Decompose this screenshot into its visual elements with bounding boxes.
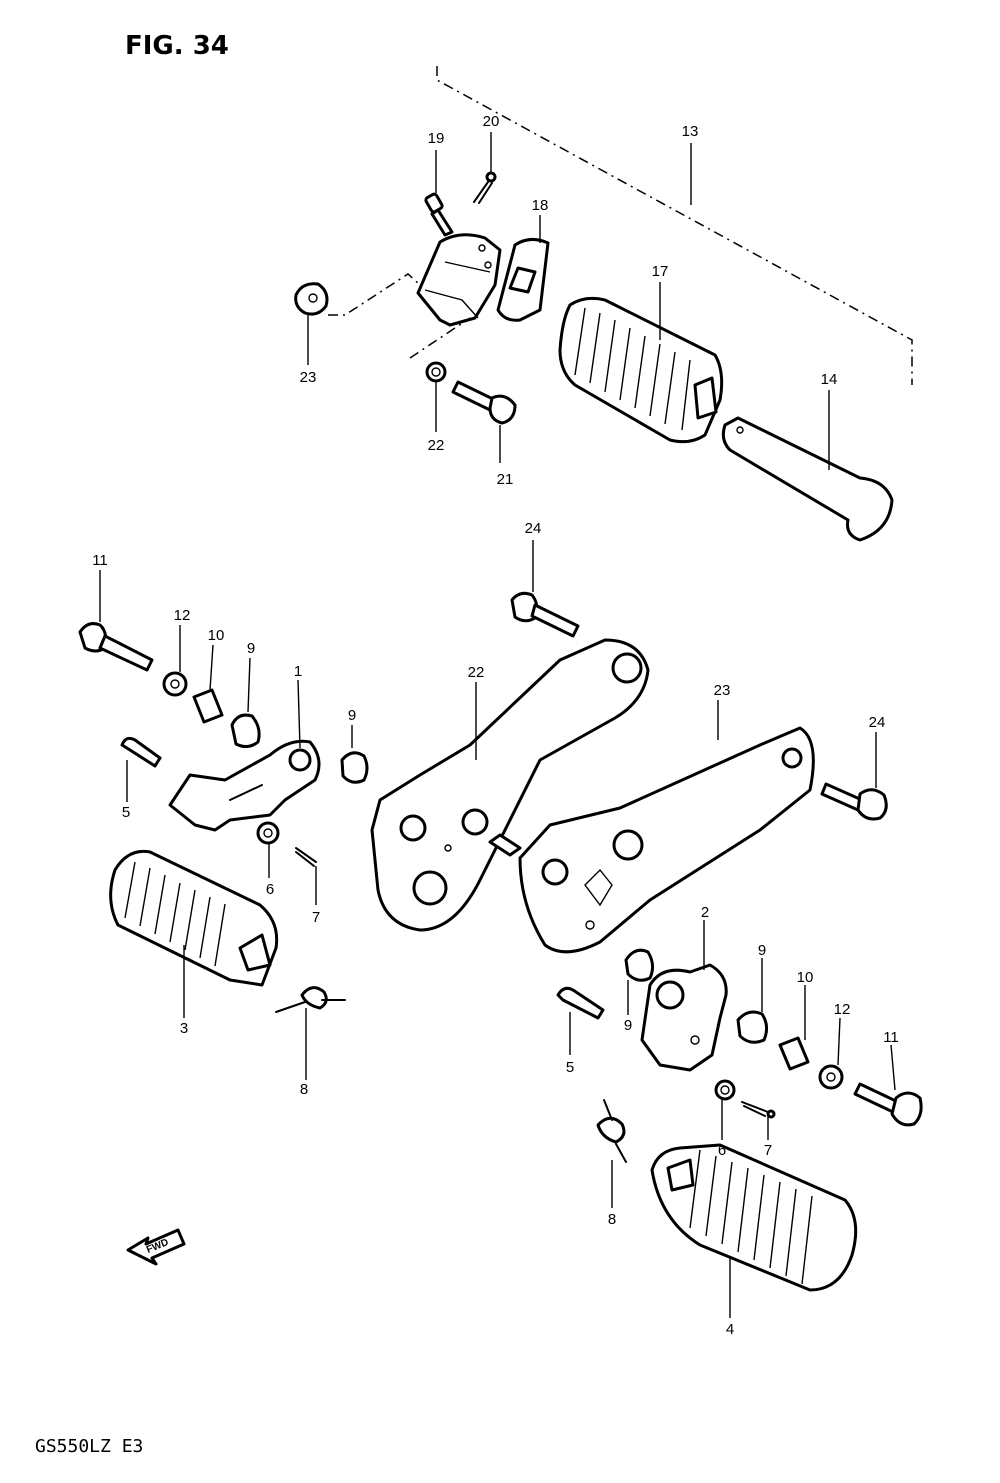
callout-23: 23 xyxy=(714,682,731,699)
figure-title: FIG. 34 xyxy=(125,31,229,61)
callout-10-right: 10 xyxy=(797,969,814,986)
footrest-bracket-upper xyxy=(416,233,502,327)
cotter-pin-7-left xyxy=(295,847,317,867)
callout-9-right-a: 9 xyxy=(624,1017,632,1034)
pin-5-right xyxy=(556,986,605,1020)
spring-8-left xyxy=(275,986,346,1013)
cotter-pin-7-right xyxy=(741,1101,776,1119)
callout-5-right: 5 xyxy=(566,1059,574,1076)
callout-11-right: 11 xyxy=(883,1029,899,1046)
callout-1: 1 xyxy=(294,663,302,680)
washer-6-right xyxy=(714,1079,736,1101)
callout-12-left: 12 xyxy=(174,607,191,624)
collar-10-right xyxy=(778,1036,810,1071)
bolt-24-upper xyxy=(510,591,580,638)
bushing-9-right-b xyxy=(736,1010,769,1044)
callout-3: 3 xyxy=(180,1020,188,1037)
callout-5-left: 5 xyxy=(122,804,130,821)
footrest-bracket-23 xyxy=(518,726,815,954)
leader-lines xyxy=(99,132,896,1318)
callout-17: 19 xyxy=(428,130,445,147)
callout-13: 13 xyxy=(682,123,699,140)
footrest-rubber-4 xyxy=(650,1143,858,1292)
washer-12-left xyxy=(162,671,188,697)
bolt-11-left xyxy=(78,622,154,672)
leader-20-to-bracket xyxy=(409,317,471,359)
callout-9-left: 9 xyxy=(247,640,255,657)
bushing-9-center xyxy=(340,751,369,784)
footrest-bracket-1 xyxy=(168,739,321,832)
callout-9-right-b: 9 xyxy=(758,942,766,959)
callout-6-left: 6 xyxy=(266,881,274,898)
callout-11-left: 11 xyxy=(92,552,108,569)
callout-7-left: 7 xyxy=(312,909,320,926)
callout-18: 20 xyxy=(483,113,500,130)
callout-4: 4 xyxy=(726,1321,734,1338)
callout-19: 21 xyxy=(497,471,514,488)
collar-10-left xyxy=(192,688,224,724)
spring-8-right xyxy=(596,1099,627,1163)
callout-8-left: 8 xyxy=(300,1081,308,1098)
pin-5-left xyxy=(120,736,162,768)
bolt-19 xyxy=(451,380,517,425)
callout-6-right: 6 xyxy=(718,1142,726,1159)
callout-24-right: 24 xyxy=(869,714,886,731)
bolt-24-right xyxy=(820,782,888,821)
callout-8-right: 8 xyxy=(608,1211,616,1228)
washer-12-right xyxy=(818,1064,844,1090)
callout-22: 22 xyxy=(468,664,485,681)
footrest-shaft-14 xyxy=(721,416,894,542)
callout-12-right: 12 xyxy=(834,1001,851,1018)
bolt-17 xyxy=(424,192,454,237)
footrest-rubber-3 xyxy=(109,849,279,987)
leader-21-to-bracket xyxy=(328,273,421,316)
callout-14: 14 xyxy=(821,371,838,388)
footrest-bracket-22 xyxy=(370,638,650,932)
footrest-rubber-15 xyxy=(558,296,724,444)
model-code: GS550LZ E3 xyxy=(35,1436,143,1457)
fwd-arrow-icon: FWD xyxy=(126,1228,186,1266)
callout-9-center: 9 xyxy=(348,707,356,724)
callout-10-left: 10 xyxy=(208,627,225,644)
callout-20: 22 xyxy=(428,437,445,454)
assembly-bracket-13 xyxy=(436,66,913,385)
callout-7-right: 7 xyxy=(764,1142,772,1159)
bushing-9-right-a xyxy=(624,948,655,982)
callout-21: 23 xyxy=(300,369,317,386)
footrest-bracket-2 xyxy=(640,963,728,1072)
bushing-9-left xyxy=(230,713,261,749)
washer-6-left xyxy=(256,821,280,845)
plate-16 xyxy=(496,238,550,322)
pivot-pin xyxy=(488,833,522,857)
callout-2: 2 xyxy=(701,904,709,921)
cotter-pin-18 xyxy=(473,171,497,204)
bolt-11-right xyxy=(853,1082,923,1127)
callout-15: 17 xyxy=(652,263,669,280)
nut-21 xyxy=(294,282,329,316)
callout-24-upper: 24 xyxy=(525,520,542,537)
callout-16: 18 xyxy=(532,197,549,214)
washer-20 xyxy=(425,361,447,383)
callout-labels: 19 20 13 18 17 14 23 22 21 24 11 12 10 9… xyxy=(92,113,899,1338)
